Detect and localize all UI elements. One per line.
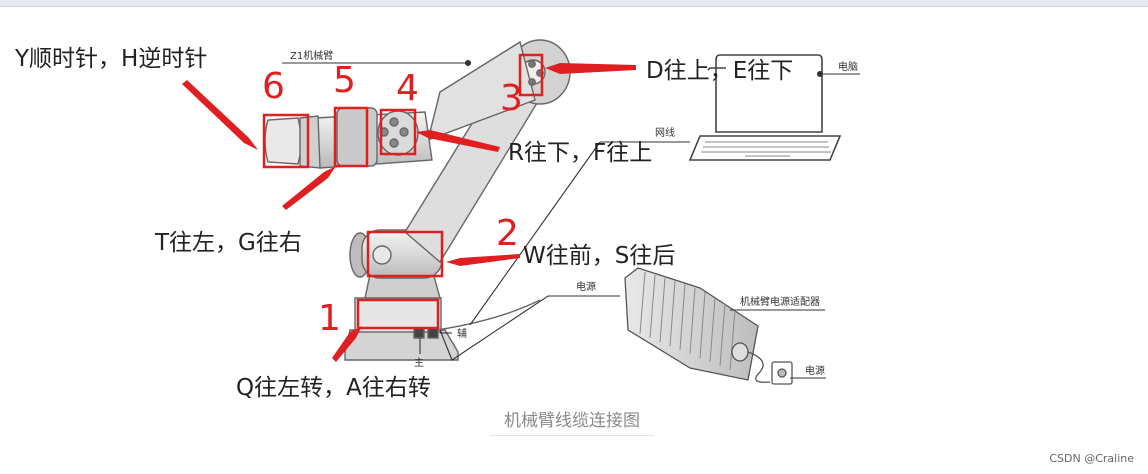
watermark: CSDN @Craline — [1049, 452, 1134, 465]
callout-joint4: R往下，F往上 — [508, 140, 652, 166]
joint-number-4: 4 — [396, 68, 419, 109]
arrow-joint5 — [282, 166, 336, 210]
joint-number-6: 6 — [262, 66, 285, 107]
label-outlet: 电源 — [805, 364, 825, 377]
label-aux-port: 辅 — [457, 327, 467, 340]
arrow-joint3 — [545, 63, 636, 74]
callout-joint3: D往上，E往下 — [646, 58, 793, 84]
joint-number-2: 2 — [496, 213, 519, 254]
arrow-joint2 — [446, 254, 520, 266]
callout-joint2: W往前，S往后 — [523, 243, 675, 269]
label-arm: Z1机械臂 — [290, 49, 333, 62]
joint-number-5: 5 — [333, 60, 356, 101]
arrow-joint6 — [182, 80, 258, 150]
callout-joint1: Q往左转，A往右转 — [236, 375, 431, 401]
callout-joint6: Y顺时针，H逆时针 — [14, 46, 207, 72]
figure-caption: 机械臂线缆连接图 — [504, 411, 640, 431]
label-main-port: 主 — [414, 357, 424, 369]
joint-number-3: 3 — [500, 78, 523, 119]
label-computer: 电脑 — [838, 60, 858, 73]
joint-number-1: 1 — [318, 298, 341, 339]
label-power-line: 电源 — [576, 280, 596, 293]
label-adapter: 机械臂电源适配器 — [740, 295, 820, 308]
label-network: 网线 — [655, 126, 675, 139]
power-adapter-illustration — [625, 268, 792, 384]
callout-joint5: T往左，G往右 — [154, 230, 302, 256]
caption-container: 机械臂线缆连接图 — [490, 406, 654, 436]
